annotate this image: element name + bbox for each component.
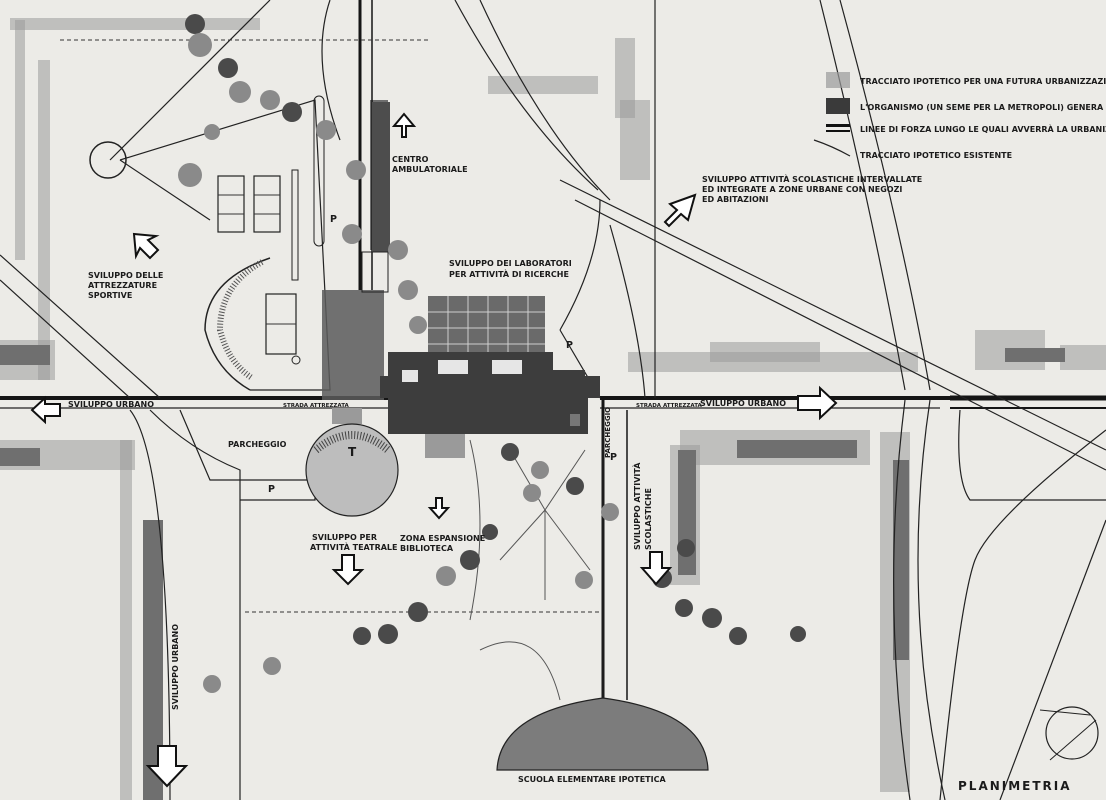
- label-lab-2: PER ATTIVITÀ DI RICERCHE: [449, 268, 569, 279]
- arrow-south-theatre: [331, 554, 365, 586]
- plaza-radial-lines: [469, 439, 591, 701]
- legend-swatch-organism: [826, 98, 850, 114]
- growth-arrows: [30, 112, 838, 788]
- label-school-dev-3: ED ABITAZIONI: [702, 195, 768, 204]
- label-theatre-2: ATTIVITÀ TEATRALE: [310, 541, 398, 552]
- label-p4: P: [610, 452, 617, 463]
- label-school: SCUOLA ELEMENTARE IPOTETICA: [518, 775, 666, 784]
- legend-swatch-force-lines-a: [826, 124, 850, 127]
- label-school-act-1: SVILUPPO ATTIVITÀ: [631, 462, 642, 550]
- legend-swatch-existing: [813, 139, 851, 157]
- legend-swatch-force-lines-b: [826, 130, 850, 132]
- arrow-north: [391, 112, 417, 138]
- label-strada-east: STRADA ATTREZZATA: [636, 403, 703, 409]
- label-school-dev-2: ED INTEGRATE A ZONE URBANE CON NEGOZI: [702, 185, 902, 194]
- arrow-northwest: [132, 232, 160, 260]
- plan-title: PLANIMETRIA: [958, 779, 1072, 793]
- label-theatre-mark: T: [348, 445, 357, 459]
- label-p2: P: [268, 484, 275, 495]
- label-theatre-1: SVILUPPO PER: [312, 533, 377, 542]
- label-parcheggio-mid: PARCHEGGIO: [604, 407, 612, 458]
- arrow-west: [30, 395, 61, 425]
- legend-swatch-hypothetical: [826, 72, 850, 88]
- label-p1: P: [330, 214, 337, 225]
- corner-circle-lines: [1039, 709, 1097, 761]
- arrow-east: [797, 385, 838, 421]
- theatre-circle: [305, 423, 399, 517]
- central-organism: [322, 102, 600, 458]
- trees: [178, 14, 806, 693]
- label-centro-2: AMBULATORIALE: [392, 165, 468, 174]
- label-parcheggio-west: PARCHEGGIO: [228, 440, 287, 449]
- label-school-dev-1: SVILUPPO ATTIVITÀ SCOLASTICHE INTERVALLA…: [702, 173, 922, 184]
- corner-circle: [1045, 706, 1099, 760]
- school-dome: [496, 697, 709, 771]
- label-library-1: ZONA ESPANSIONE: [400, 534, 485, 543]
- arrow-south-school: [639, 551, 673, 586]
- arrow-south-library: [427, 497, 451, 520]
- label-p3: P: [566, 340, 573, 351]
- label-sport-3: SPORTIVE: [88, 291, 132, 300]
- label-urban-east: SVILUPPO URBANO: [700, 399, 786, 408]
- theatre-seating: [313, 431, 391, 454]
- label-sport-2: ATTREZZATURE: [88, 281, 157, 290]
- legend: TRACCIATO IPOTETICO PER UNA FUTURA URBAN…: [813, 72, 1106, 160]
- legend-label-hypothetical: TRACCIATO IPOTETICO PER UNA FUTURA URBAN…: [860, 77, 1106, 86]
- label-sport-1: SVILUPPO DELLE: [88, 271, 163, 280]
- label-strada-west: STRADA ATTREZZATA: [283, 403, 350, 409]
- label-centro-1: CENTRO: [392, 155, 429, 164]
- map-labels: CENTRO AMBULATORIALE SVILUPPO DELLE ATTR…: [68, 155, 1072, 793]
- label-urban-west: SVILUPPO URBANO: [68, 400, 154, 409]
- arrow-northeast: [663, 193, 697, 228]
- legend-label-organism: L'ORGANISMO (UN SEME PER LA METROPOLI) G…: [860, 103, 1104, 112]
- label-library-2: BIBLIOTECA: [400, 544, 454, 553]
- label-urban-south: SVILUPPO URBANO: [171, 624, 180, 710]
- label-school-act-2: SCOLASTICHE: [644, 488, 653, 550]
- label-lab-1: SVILUPPO DEI LABORATORI: [449, 259, 572, 268]
- arrow-south-urban: [145, 745, 189, 788]
- legend-label-force-lines: LINEE DI FORZA LUNGO LE QUALI AVVERRÀ LA…: [860, 123, 1106, 134]
- legend-label-existing: TRACCIATO IPOTETICO ESISTENTE: [860, 151, 1012, 160]
- hypothetical-urbanization-bands: [0, 18, 1106, 800]
